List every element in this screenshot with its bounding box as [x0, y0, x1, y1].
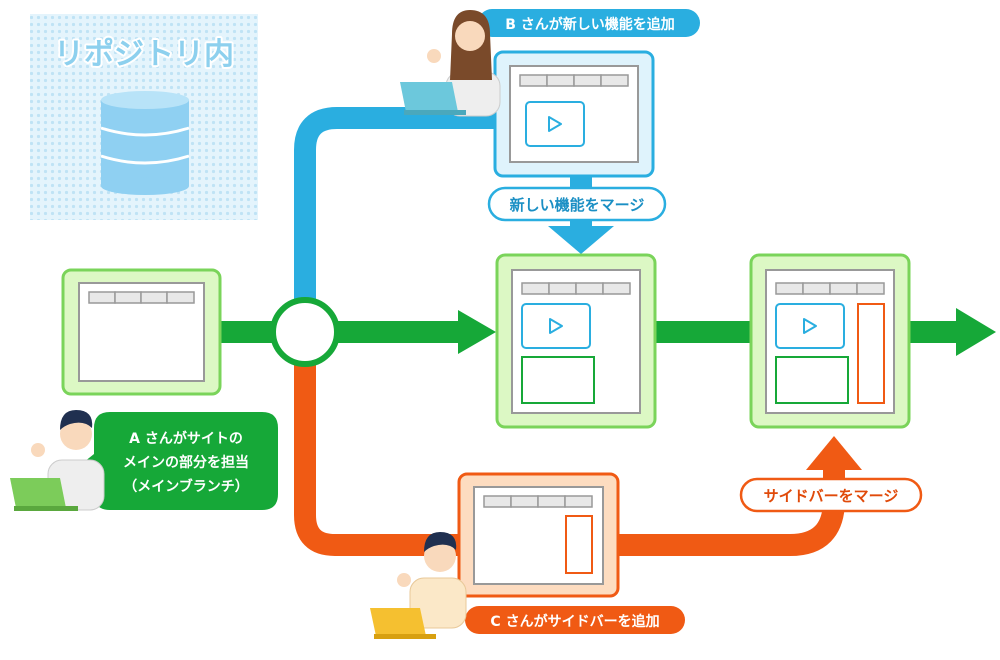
- video-block: [521, 303, 591, 349]
- video-block: [775, 303, 845, 349]
- sidebar-block: [565, 515, 593, 574]
- nav-bar: [483, 495, 593, 508]
- main-branch-arrow-end: [956, 308, 996, 356]
- person-b-text: B さんが新しい機能を追加: [505, 16, 675, 33]
- repository-box: リポジトリ内 リポジトリ内: [30, 14, 258, 220]
- play-icon: [803, 318, 817, 334]
- nav-bar: [519, 74, 629, 87]
- person-man-icon: [370, 532, 467, 639]
- laptop-icon: [10, 478, 66, 508]
- main-branch-arrow-1: [458, 310, 496, 354]
- person-c-label: C さんがサイドバーを追加: [465, 606, 685, 634]
- sidebar-merge-arrow: [806, 436, 862, 470]
- database-icon: [100, 91, 190, 195]
- person-a-label: A さんがサイトの メインの部分を担当 （メインブランチ）: [84, 412, 278, 510]
- video-block: [525, 101, 585, 147]
- laptop-icon: [370, 608, 426, 636]
- sidebar-merge-text: サイドバーをマージ: [764, 487, 899, 505]
- sidebar-block: [857, 303, 885, 404]
- sidebar-merge-label: サイドバーをマージ: [739, 477, 923, 513]
- nav-bar: [521, 282, 631, 295]
- branch-point: [270, 297, 340, 367]
- feature-merge-arrow: [548, 226, 614, 254]
- main-initial-frame: [61, 268, 222, 396]
- laptop-icon: [400, 82, 458, 112]
- main-branch-segment-2: [654, 321, 750, 343]
- play-icon: [549, 318, 563, 334]
- main-merged-sidebar-frame: [749, 253, 911, 429]
- person-c-text: C さんがサイドバーを追加: [490, 613, 659, 630]
- feature-branch-line: [294, 107, 500, 310]
- main-merged-feature-frame: [495, 253, 657, 429]
- content-block: [521, 356, 595, 404]
- repository-label-fill: リポジトリ内: [54, 37, 234, 72]
- person-b-label: B さんが新しい機能を追加: [478, 9, 700, 37]
- feature-frame: [493, 50, 655, 178]
- person-man-icon: [10, 410, 105, 511]
- main-branch-segment-3: [910, 321, 960, 343]
- repository-label: リポジトリ内: [54, 37, 234, 72]
- sidebar-frame: [457, 472, 620, 598]
- feature-merge-text: 新しい機能をマージ: [510, 196, 645, 214]
- nav-bar: [88, 291, 195, 304]
- content-block: [775, 356, 849, 404]
- person-woman-icon: [400, 10, 501, 117]
- person-a-text-line2: メインの部分を担当: [123, 454, 249, 471]
- feature-merge-label: 新しい機能をマージ: [487, 186, 667, 222]
- person-a-text-line1: A さんがサイトの: [129, 430, 243, 447]
- person-a-text-line3: （メインブランチ）: [123, 478, 249, 495]
- play-icon: [548, 116, 562, 132]
- nav-bar: [775, 282, 885, 295]
- sidebar-branch-line: [294, 345, 845, 556]
